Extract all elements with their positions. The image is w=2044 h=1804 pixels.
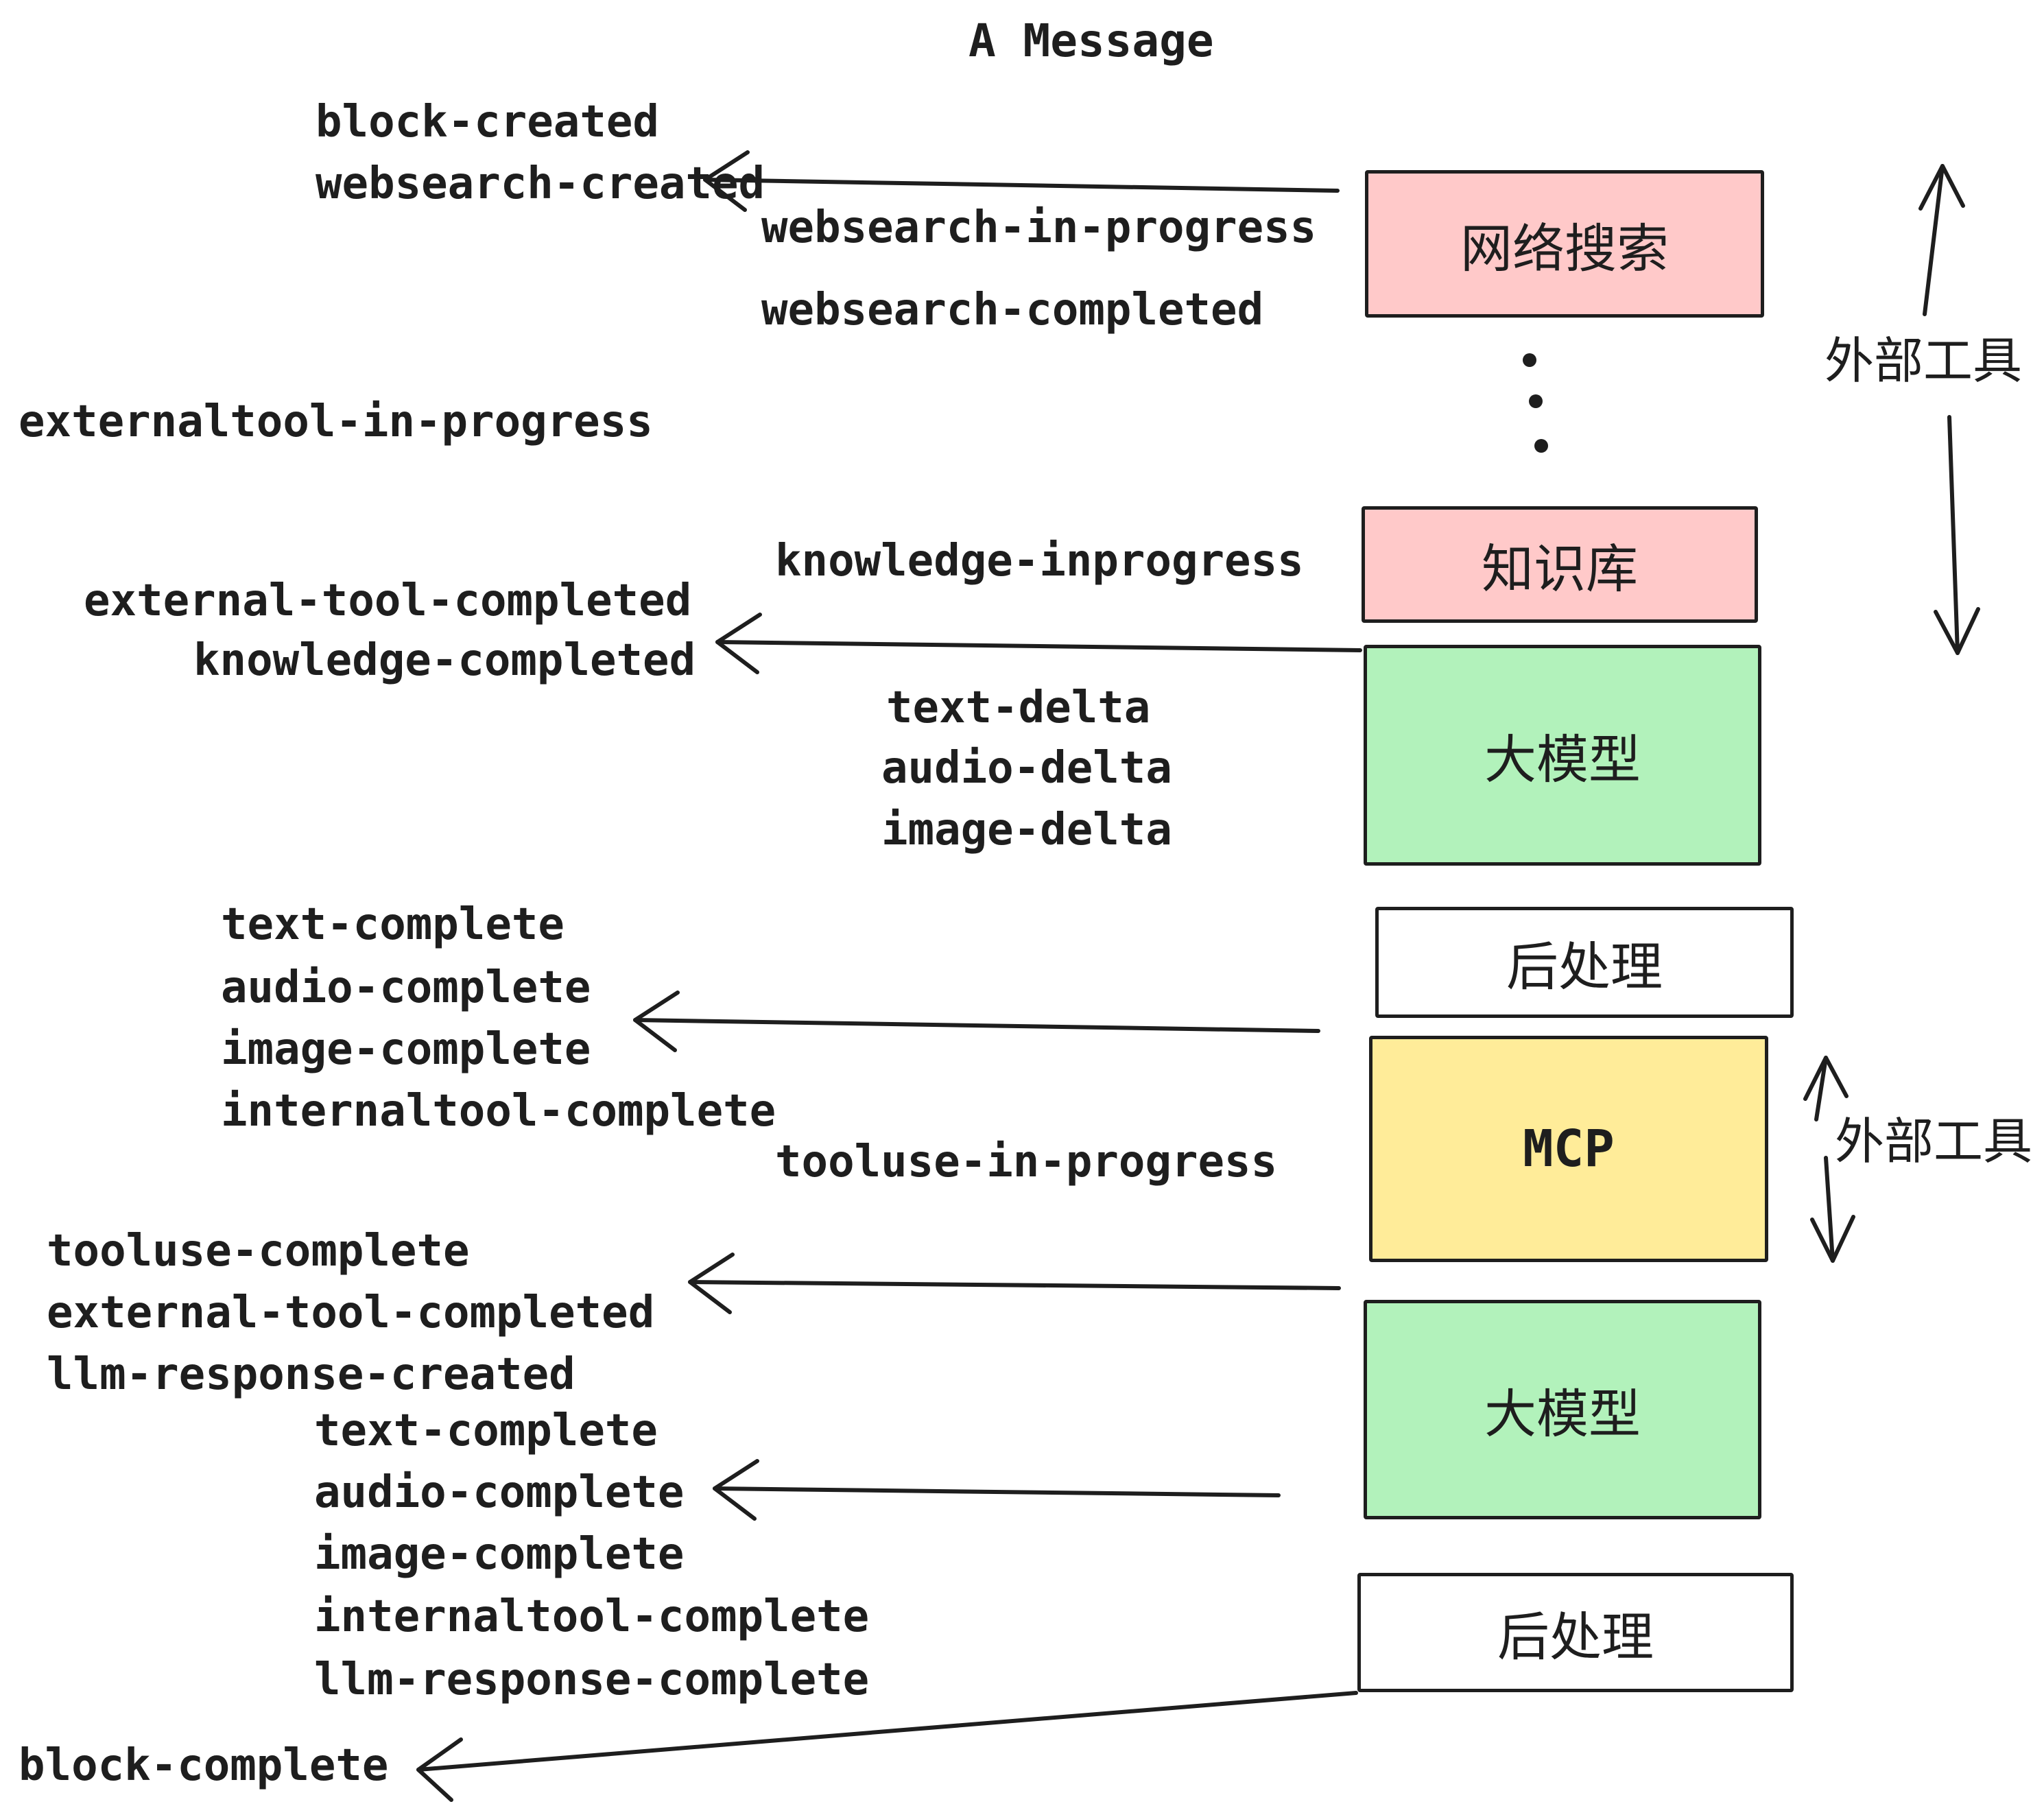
event-image-complete-2: image-complete: [314, 1529, 685, 1580]
arrow-down-external-tools-top: [1934, 415, 1980, 655]
event-externaltool-in-progress: externaltool-in-progress: [19, 396, 653, 447]
event-websearch-in-progress: websearch-in-progress: [761, 202, 1317, 253]
box-websearch: 网络搜索: [1365, 170, 1764, 318]
event-knowledge-completed: knowledge-completed: [193, 635, 696, 686]
event-block-complete: block-complete: [19, 1740, 389, 1791]
event-knowledge-inprogress: knowledge-inprogress: [775, 536, 1304, 586]
box-mcp: MCP: [1369, 1036, 1768, 1262]
side-label-external-tools-mcp: 外部工具: [1835, 1115, 2033, 1170]
event-text-delta-1: text-delta: [886, 683, 1151, 733]
arrow-left-audio-complete: [713, 1459, 1281, 1521]
box-llm-2: 大模型: [1364, 1300, 1761, 1519]
event-audio-complete-1: audio-complete: [221, 962, 591, 1013]
box-mcp-label: MCP: [1523, 1119, 1615, 1178]
event-websearch-completed: websearch-completed: [761, 285, 1264, 335]
arrow-left-knowledge-completed: [715, 613, 1362, 674]
event-internaltool-complete-2: internaltool-complete: [314, 1591, 870, 1642]
event-text-complete-2: text-complete: [314, 1405, 658, 1456]
side-label-external-tools-top: 外部工具: [1825, 334, 2023, 389]
event-llm-response-complete: llm-response-complete: [314, 1654, 870, 1705]
box-llm-1-label: 大模型: [1484, 731, 1641, 790]
event-tooluse-complete: tooluse-complete: [47, 1226, 470, 1277]
box-knowledge: 知识库: [1362, 506, 1758, 623]
event-audio-complete-2: audio-complete: [314, 1467, 685, 1518]
arrow-left-image-complete: [633, 990, 1320, 1052]
arrow-up-external-tools-top: [1918, 164, 1965, 316]
event-image-complete-1: image-complete: [221, 1024, 591, 1075]
diagram-title: A Message: [968, 14, 1214, 67]
event-block-created: block-created: [316, 97, 659, 147]
event-internaltool-complete-1: internaltool-complete: [221, 1086, 776, 1137]
box-postprocess-2: 后处理: [1357, 1573, 1794, 1692]
arrow-up-external-tools-mcp: [1803, 1056, 1849, 1121]
arrow-down-external-tools-mcp: [1810, 1156, 1855, 1263]
ellipsis-dots: [1523, 353, 1548, 453]
box-llm-1: 大模型: [1364, 645, 1761, 866]
event-external-tool-completed-2: external-tool-completed: [47, 1287, 655, 1338]
event-external-tool-completed-1: external-tool-completed: [84, 575, 692, 626]
event-tooluse-in-progress: tooluse-in-progress: [775, 1137, 1278, 1187]
box-postprocess-2-label: 后处理: [1497, 1609, 1654, 1667]
box-knowledge-label: 知识库: [1482, 541, 1638, 599]
box-postprocess-1-label: 后处理: [1506, 938, 1663, 997]
box-postprocess-1: 后处理: [1375, 907, 1794, 1018]
event-image-delta-1: image-delta: [881, 805, 1172, 855]
event-audio-delta-1: audio-delta: [881, 743, 1172, 794]
box-websearch-label: 网络搜索: [1460, 219, 1669, 278]
box-llm-2-label: 大模型: [1484, 1386, 1641, 1444]
arrow-left-external-tool-completed: [688, 1253, 1341, 1314]
event-llm-response-created: llm-response-created: [47, 1349, 575, 1400]
event-text-complete-1: text-complete: [221, 899, 565, 950]
event-websearch-created: websearch-created: [316, 158, 765, 209]
